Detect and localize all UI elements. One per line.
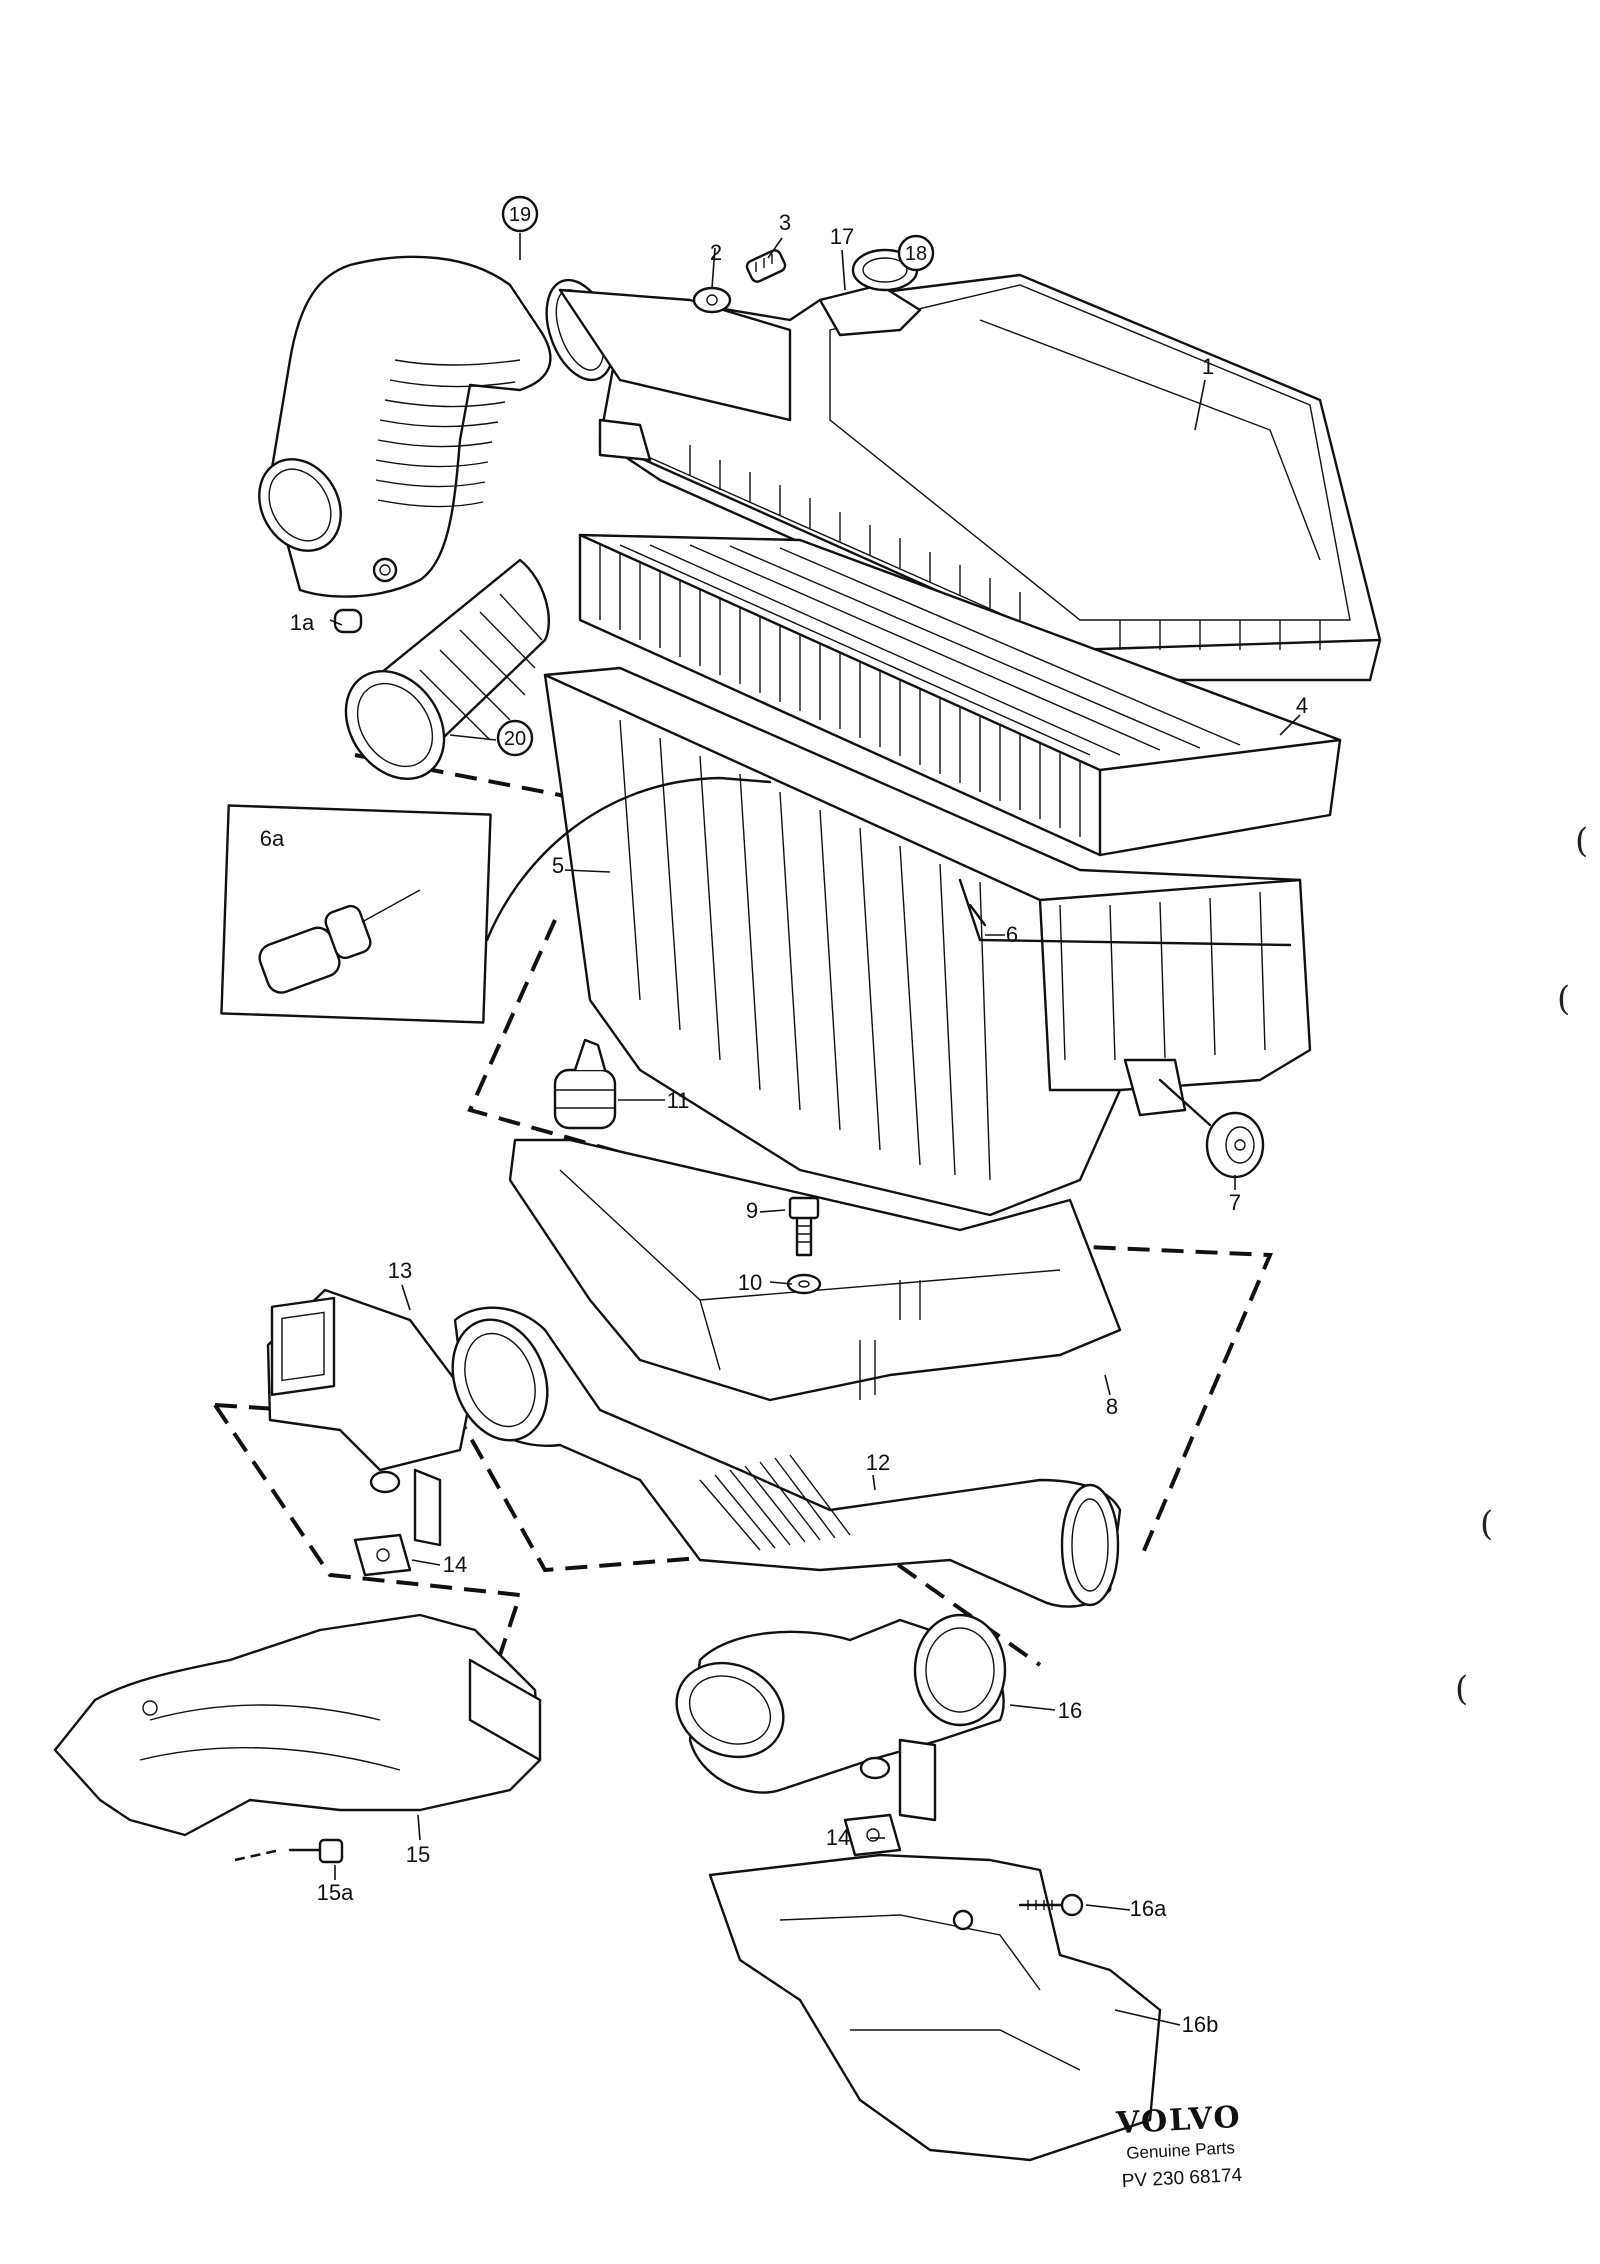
part-9-bolt xyxy=(788,1196,820,1257)
part-labels: 19 3 2 17 18 1 1a 20 4 6a 5 6 11 7 9 10 … xyxy=(260,195,1308,2037)
detail-inset-6a xyxy=(220,804,492,1024)
label-15: 15 xyxy=(406,1842,430,1867)
part-20-corrugated-duct xyxy=(344,558,550,780)
label-12: 12 xyxy=(866,1450,890,1475)
part-19-intake-hose xyxy=(258,255,615,598)
margin-marks: ( ( ( ( xyxy=(1455,821,1588,1709)
volvo-branding: VOLVO Genuine Parts PV 230 68174 xyxy=(1114,2100,1243,2192)
part-15a-screw xyxy=(234,1838,344,1864)
tube-corrugations xyxy=(699,1454,851,1551)
label-10: 10 xyxy=(738,1270,762,1295)
part-10-washer xyxy=(786,1273,822,1295)
label-6a: 6a xyxy=(260,826,285,851)
part-4-filter-element xyxy=(578,533,1342,857)
housing-ribs xyxy=(619,719,1266,1181)
label-11: 11 xyxy=(667,1088,690,1113)
margin-mark-2: ( xyxy=(1557,979,1570,1019)
label-16: 16 xyxy=(1058,1698,1082,1723)
genuine-parts-text: Genuine Parts xyxy=(1126,2138,1236,2163)
part-12-intake-tube xyxy=(451,1306,1122,1608)
part-7-grommet xyxy=(1205,1111,1265,1179)
cover-ribs xyxy=(689,445,1321,650)
label-9: 9 xyxy=(746,1198,758,1223)
label-15a: 15a xyxy=(317,1880,354,1905)
part-2-sensor xyxy=(692,286,732,314)
part-3-temperature-sensor xyxy=(745,249,787,283)
part-5-filter-housing-lower xyxy=(543,666,1312,1217)
label-14-right: 14 xyxy=(826,1825,850,1850)
part-13-inlet-duct xyxy=(266,1288,472,1547)
margin-mark-4: ( xyxy=(1455,1669,1468,1709)
label-2: 2 xyxy=(710,240,722,265)
label-14-left: 14 xyxy=(443,1552,467,1577)
part-16-outlet-adapter xyxy=(675,1613,1007,1822)
label-19: 19 xyxy=(509,204,531,226)
part-11-rubber-mount xyxy=(553,1038,617,1130)
part-14-bracket-left xyxy=(353,1470,412,1577)
part-1-filter-housing-cover xyxy=(558,273,1382,682)
label-6: 6 xyxy=(1006,922,1018,947)
part-17-18-fitting xyxy=(818,248,922,337)
label-17: 17 xyxy=(830,224,854,249)
label-1: 1 xyxy=(1202,354,1214,379)
part-6a-spring-clip xyxy=(258,889,421,994)
volvo-logo: VOLVO xyxy=(1114,2100,1242,2142)
part-16b-heat-shield xyxy=(708,1853,1162,2162)
label-13: 13 xyxy=(388,1258,412,1283)
label-5: 5 xyxy=(552,853,564,878)
label-16b: 16b xyxy=(1182,2012,1219,2037)
label-4: 4 xyxy=(1296,693,1308,718)
label-18: 18 xyxy=(905,243,927,265)
part-16a-screw xyxy=(1018,1893,1084,1917)
label-3: 3 xyxy=(779,210,791,235)
diagram-code: PV 230 68174 xyxy=(1121,2165,1243,2192)
label-1a: 1a xyxy=(290,610,315,635)
margin-mark-1: ( xyxy=(1575,821,1588,861)
label-7: 7 xyxy=(1229,1190,1241,1215)
part-1a-plug xyxy=(333,608,363,634)
label-16a: 16a xyxy=(1130,1896,1167,1921)
label-8: 8 xyxy=(1106,1394,1118,1419)
part-8-base-tray xyxy=(508,1138,1122,1402)
part-15-air-scoop xyxy=(53,1613,542,1837)
filter-pleats xyxy=(599,544,1241,837)
margin-mark-3: ( xyxy=(1480,1504,1493,1544)
label-20: 20 xyxy=(504,728,526,750)
part-14-bracket-right xyxy=(843,1756,902,1857)
